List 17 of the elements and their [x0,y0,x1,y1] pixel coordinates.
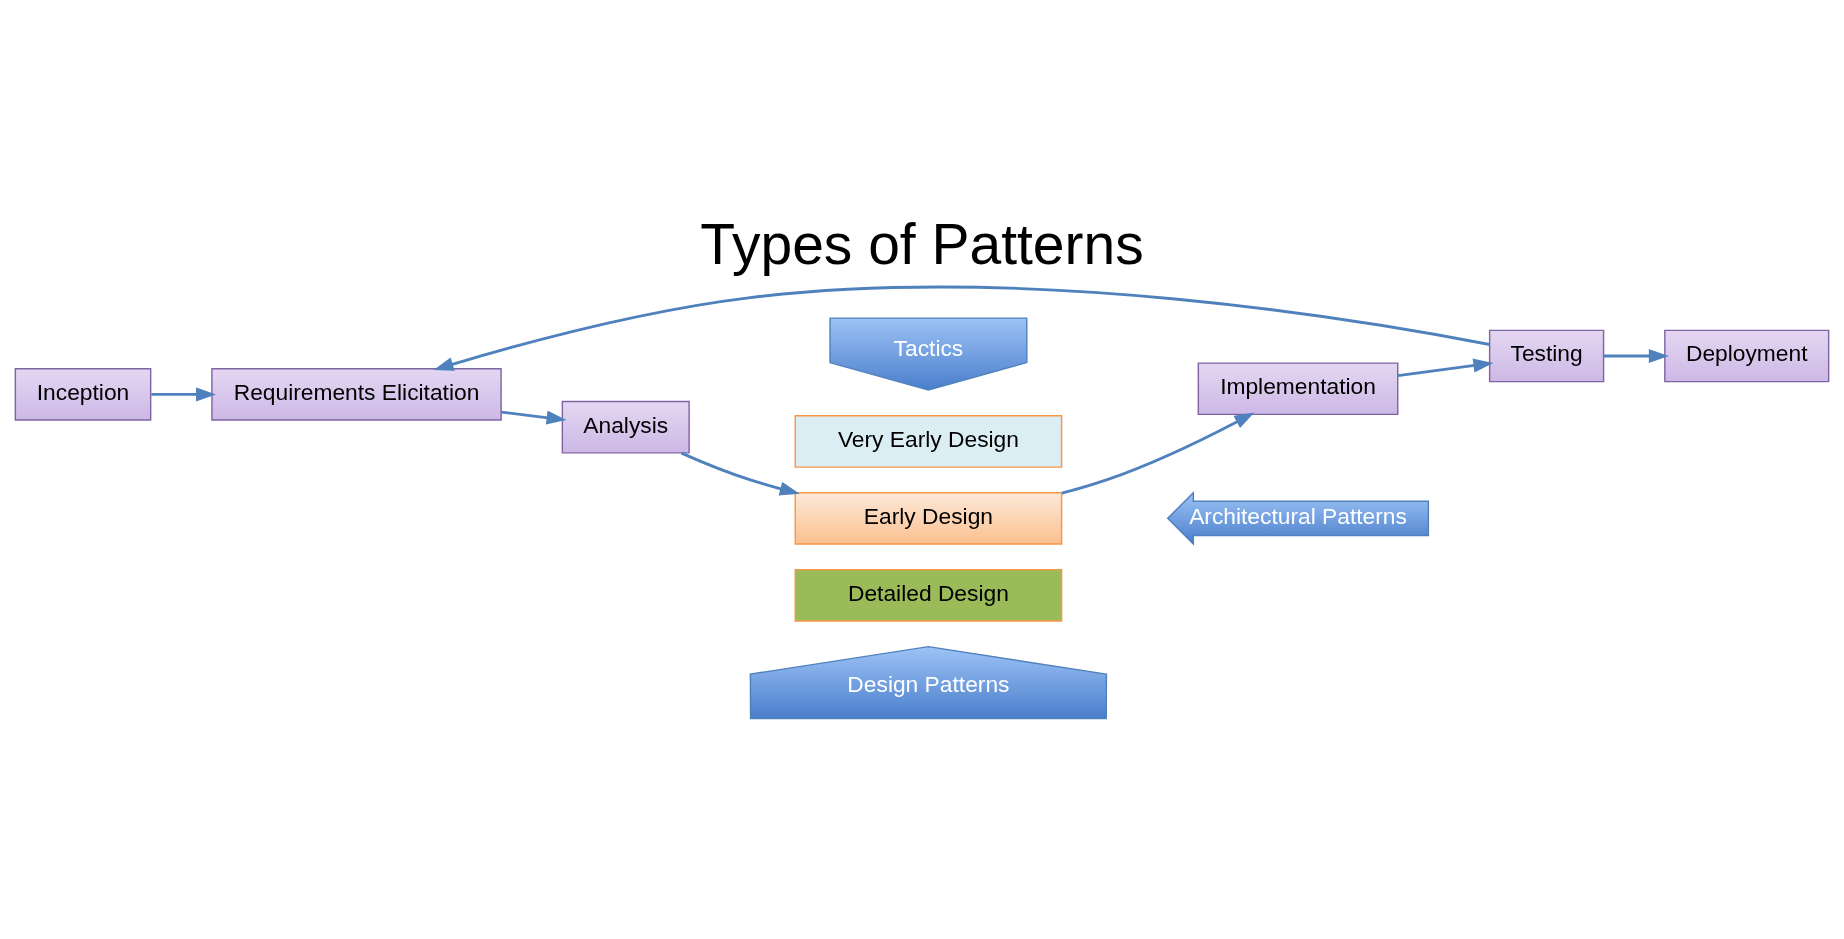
node-box: Deployment [1664,329,1830,383]
arrow [1397,358,1494,378]
node-box: Inception [14,368,152,421]
arrow [433,285,1490,371]
node-box: Testing [1488,329,1605,383]
arrow [151,387,216,402]
node-box: Very Early Design [794,415,1063,468]
arrow [1061,412,1255,495]
diagram-title: Types of Patterns [700,211,1144,276]
node-box: Detailed Design [794,568,1063,622]
arrow [1604,349,1669,363]
node-box: Requirements Elicitation [211,368,502,421]
node-box: Analysis [561,400,690,454]
arrow [680,451,800,496]
node-box: Early Design [794,492,1063,545]
node-box: Implementation [1197,362,1399,416]
arrow [501,410,567,425]
